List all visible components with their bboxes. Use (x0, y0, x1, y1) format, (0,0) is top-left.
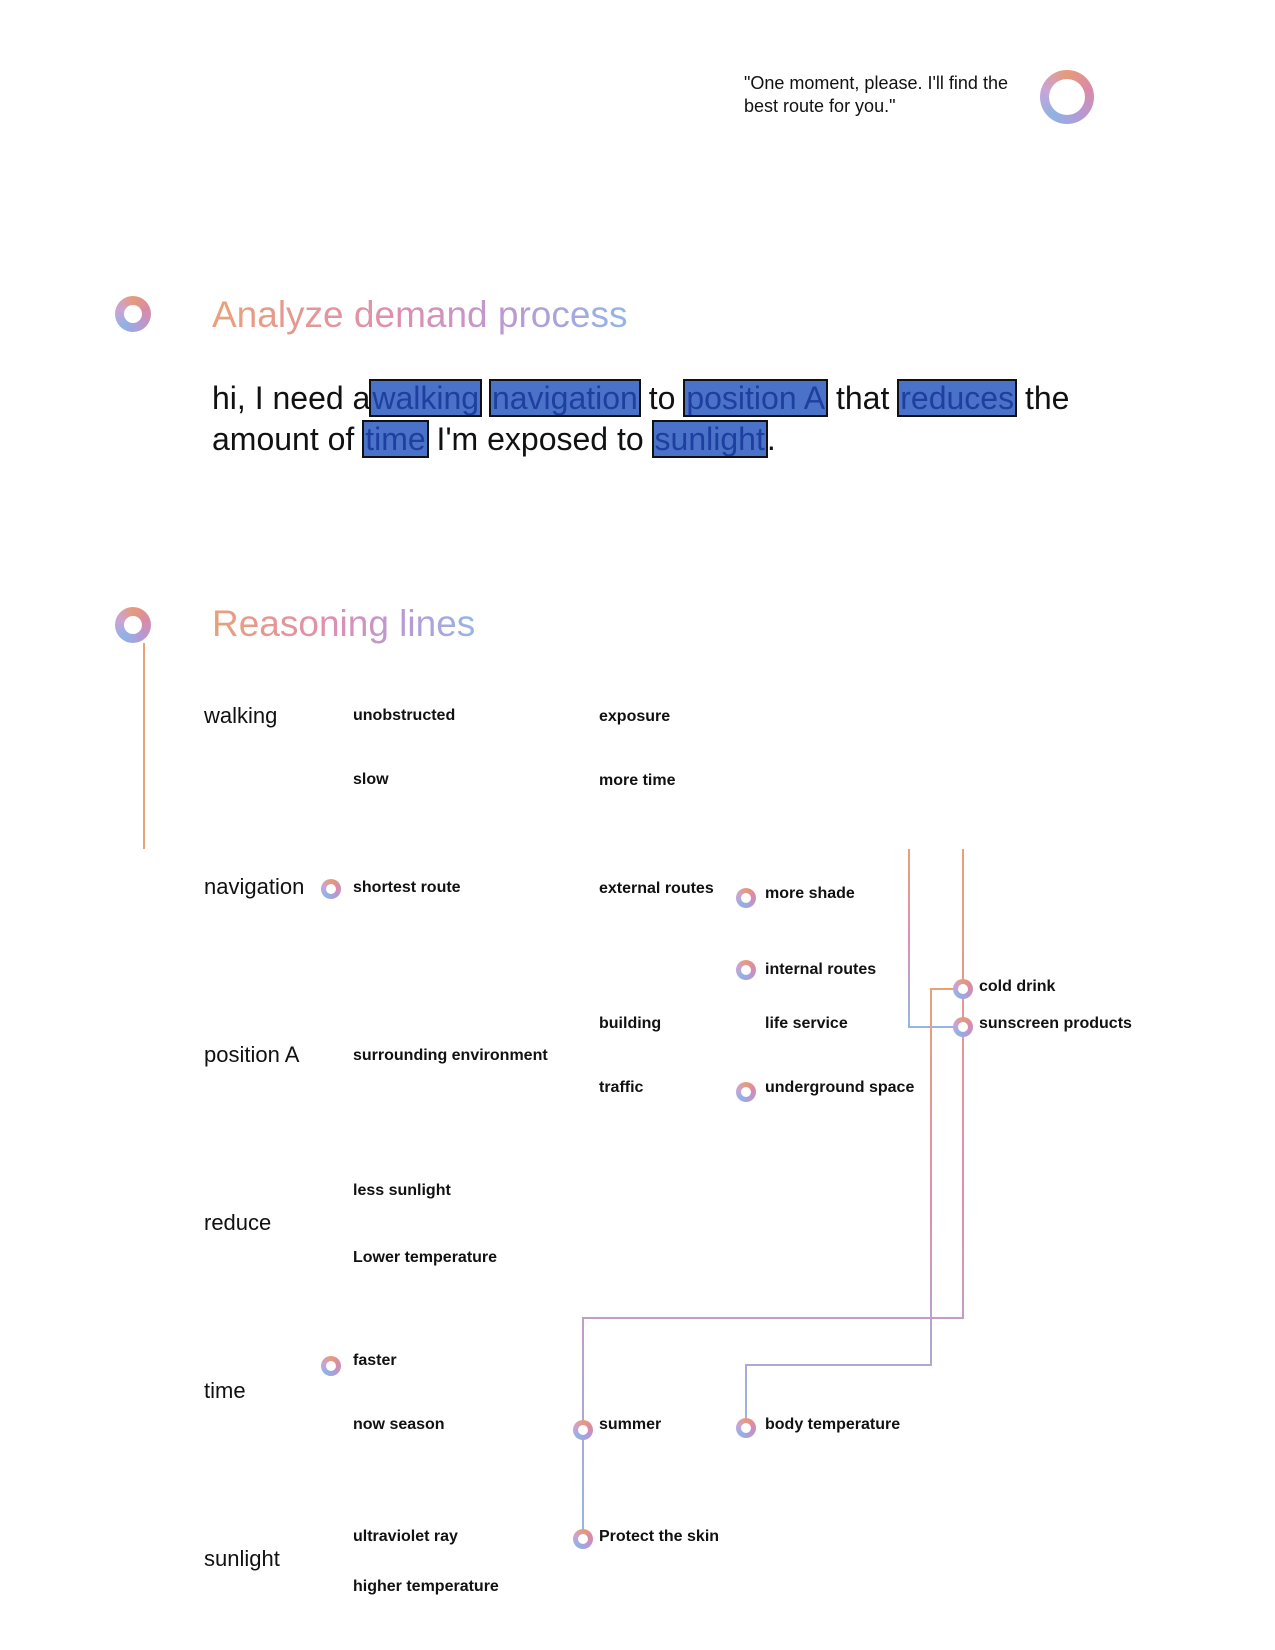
sentence-text: that (827, 380, 899, 416)
keyword-position: position A (683, 379, 829, 417)
item-internal-routes: internal routes (765, 961, 877, 978)
item-underground-space: underground space (765, 1079, 915, 1096)
item-surrounding-environment: surrounding environment (353, 1047, 548, 1064)
section-marker-icon (115, 296, 151, 332)
item-cold-drink: cold drink (979, 978, 1056, 995)
item-less-sunlight: less sunlight (353, 1182, 451, 1199)
assistant-ring-icon (1040, 70, 1094, 124)
category-walking: walking (204, 703, 278, 728)
keyword-reduces: reduces (897, 379, 1018, 417)
node-protect-skin-icon (573, 1529, 593, 1549)
category-navigation: navigation (204, 874, 305, 899)
node-summer-icon (573, 1420, 593, 1440)
item-summer: summer (599, 1416, 662, 1433)
item-now-season: now season (353, 1416, 445, 1433)
item-more-time: more time (599, 772, 676, 789)
node-sunscreen-icon (953, 1017, 973, 1037)
category-sunlight: sunlight (204, 1546, 280, 1571)
item-more-shade: more shade (765, 885, 855, 902)
keyword-navigation: navigation (488, 379, 641, 417)
analyze-demand-heading: Analyze demand process (212, 294, 628, 335)
item-faster: faster (353, 1352, 397, 1369)
node-faster-icon (321, 1356, 341, 1376)
node-more-shade-icon (736, 888, 756, 908)
keyword-time: time (362, 420, 429, 458)
item-life-service: life service (765, 1015, 848, 1032)
node-underground-icon (736, 1082, 756, 1102)
node-body-temperature-icon (736, 1418, 756, 1438)
node-internal-routes-icon (736, 960, 756, 980)
category-position: position A (204, 1042, 300, 1067)
item-higher-temperature: higher temperature (353, 1578, 499, 1595)
node-shortest-route-icon (321, 879, 341, 899)
sentence-text: to (639, 380, 685, 416)
line-to-sunscreen (908, 849, 963, 1028)
assistant-quote: "One moment, please. I'll find the best … (744, 73, 1008, 116)
item-shortest-route: shortest route (353, 879, 461, 896)
category-time: time (204, 1378, 246, 1403)
category-reduce: reduce (204, 1210, 272, 1235)
item-external-routes: external routes (599, 880, 714, 897)
line-to-cold-drink (582, 849, 964, 1539)
item-traffic: traffic (599, 1079, 644, 1096)
item-ultraviolet-ray: ultraviolet ray (353, 1528, 458, 1545)
keyword-walking: walking (369, 379, 483, 417)
sentence-text: hi, I need a (212, 380, 371, 416)
item-slow: slow (353, 771, 389, 788)
item-building: building (599, 1015, 662, 1032)
line-body-temperature (745, 988, 963, 1428)
item-unobstructed: unobstructed (353, 707, 456, 724)
sentence-text: the amount of (212, 380, 1070, 457)
item-exposure: exposure (599, 708, 671, 725)
node-cold-drink-icon (953, 979, 973, 999)
sentence-text: . (766, 421, 776, 457)
item-protect-skin: Protect the skin (599, 1528, 720, 1545)
reasoning-lines-heading: Reasoning lines (212, 603, 476, 644)
request-sentence: hi, I need awalking navigation to positi… (212, 378, 1112, 460)
item-lower-temperature: Lower temperature (353, 1249, 498, 1266)
sentence-text: I'm exposed to (427, 421, 653, 457)
keyword-sunlight: sunlight (651, 420, 768, 458)
section-marker-icon (115, 607, 151, 643)
item-body-temperature: body temperature (765, 1416, 901, 1433)
item-sunscreen-products: sunscreen products (979, 1015, 1132, 1032)
